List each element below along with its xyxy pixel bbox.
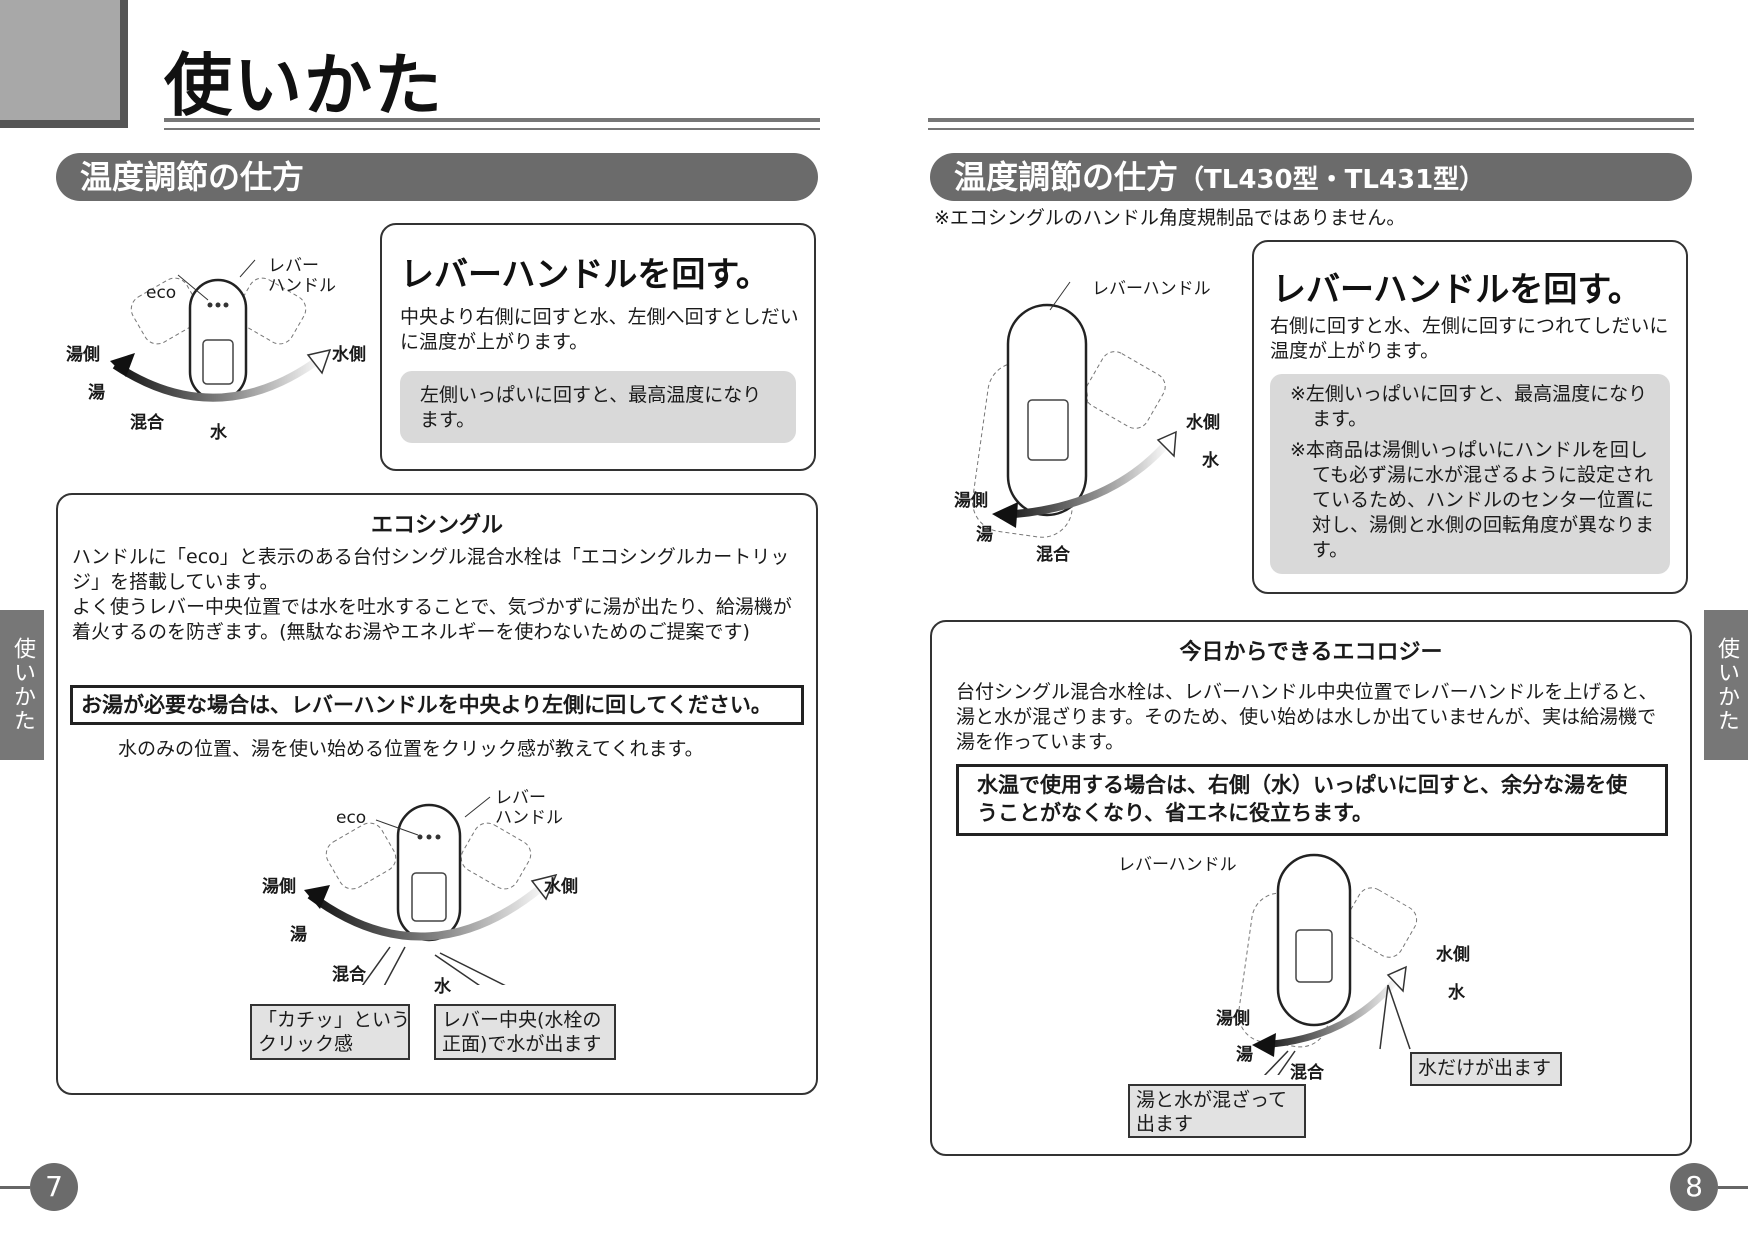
diag1-water-side-label: 水側 <box>332 345 366 365</box>
right-subnote: ※エコシングルのハンドル角度規制品ではありません。 <box>934 207 1406 229</box>
diag1-eco-label: eco <box>146 283 177 303</box>
ecology-text: 台付シングル混合水栓は、レバーハンドル中央位置でレバーハンドルを上げると、湯と水… <box>956 681 1658 753</box>
right-lever-text: 右側に回すと水、左側に回すにつれてしだいに温度が上がります。 <box>1270 315 1669 362</box>
callout-click-feel: 「カチッ」という クリック感 <box>250 1004 410 1060</box>
header-rule-left-2 <box>164 128 820 130</box>
diag1-mix-label: 混合 <box>130 413 164 433</box>
eco-diag-water-label: 水 <box>1448 983 1465 1003</box>
r-diag1-hot-side-label: 湯側 <box>954 491 988 511</box>
header-rule-right-2 <box>928 128 1694 130</box>
callout-water-only: 水だけが出ます <box>1410 1052 1562 1086</box>
diag1-hot-label: 湯 <box>88 383 105 403</box>
eco-diag-mix-label: 混合 <box>1290 1063 1324 1083</box>
header-rule-left <box>164 118 820 122</box>
ecology-box: 今日からできるエコロジー 台付シングル混合水栓は、レバーハンドル中央位置でレバー… <box>930 620 1692 1156</box>
faucet-diagram-eco <box>304 796 558 985</box>
page-number-right: 8 <box>1670 1163 1718 1211</box>
faucet-diagram-right <box>972 281 1177 538</box>
right-lever-box: レバーハンドルを回す。 右側に回すと水、左側に回すにつれてしだいに温度が上がりま… <box>1252 240 1688 594</box>
corner-block <box>0 0 128 128</box>
header-rule-right <box>928 118 1694 122</box>
diag2-water-side-label: 水側 <box>544 877 578 897</box>
page-number-left: 7 <box>30 1163 78 1211</box>
faucet-diagram-left <box>110 259 332 402</box>
page-title: 使いかた <box>164 47 445 126</box>
diag2-hot-side-label: 湯側 <box>262 877 296 897</box>
callout-center-water: レバー中央(水栓の 正面)で水が出ます <box>434 1004 616 1060</box>
eco-diag-water-side-label: 水側 <box>1436 945 1470 965</box>
diag2-mix-label: 混合 <box>332 965 366 985</box>
eco-para2: よく使うレバー中央位置では水を吐水することで、気づかずに湯が出たり、給湯機が着火… <box>72 596 792 643</box>
callout-mixed: 湯と水が混ざって 出ます <box>1128 1084 1306 1138</box>
diag1-lever-label: レバー ハンドル <box>268 256 336 296</box>
diag1-water-label: 水 <box>210 423 227 443</box>
r-diag1-water-label: 水 <box>1202 451 1219 471</box>
left-lever-heading: レバーハンドルを回す。 <box>400 255 770 295</box>
left-page-line <box>0 1186 30 1189</box>
left-lever-text: 中央より右側に回すと水、左側へ回すとしだいに温度が上がります。 <box>400 306 799 353</box>
faucet-diagram-ecology <box>1238 853 1418 1075</box>
ecology-heading: 今日からできるエコロジー <box>1179 640 1443 665</box>
diag2-hot-label: 湯 <box>290 925 307 945</box>
right-note-1: ※左側いっぱいに回すと、最高温度になります。 <box>1290 383 1648 430</box>
right-lever-notes: ※左側いっぱいに回すと、最高温度になります。 ※本商品は湯側いっぱいにハンドルを… <box>1270 374 1670 574</box>
right-page-line <box>1718 1186 1748 1189</box>
left-lever-note: 左側いっぱいに回すと、最高温度になります。 <box>400 371 796 443</box>
left-lever-box: レバーハンドルを回す。 中央より右側に回すと水、左側へ回すとしだいに温度が上がり… <box>380 223 816 471</box>
r-diag1-mix-label: 混合 <box>1036 545 1070 565</box>
left-side-tab: 使いかた <box>0 610 44 760</box>
right-section-title: 温度調節の仕方（TL430型・TL431型） <box>930 153 1692 201</box>
right-note-2: ※本商品は湯側いっぱいにハンドルを回しても必ず湯に水が混ざるように設定されている… <box>1290 439 1655 561</box>
diag1-hot-side-label: 湯側 <box>66 345 100 365</box>
eco-highlight: お湯が必要な場合は、レバーハンドルを中央より左側に回してください。 <box>70 685 804 725</box>
r-diag1-lever-label: レバーハンドル <box>1092 279 1211 299</box>
eco-single-box: エコシングル ハンドルに「eco」と表示のある台付シングル混合水栓は「エコシング… <box>56 493 818 1095</box>
right-side-tab: 使いかた <box>1704 610 1748 760</box>
r-diag1-hot-label: 湯 <box>976 525 993 545</box>
eco-click-note: 水のみの位置、湯を使い始める位置をクリック感が教えてくれます。 <box>118 738 704 760</box>
eco-para1: ハンドルに「eco」と表示のある台付シングル混合水栓は「エコシングルカートリッジ… <box>72 546 790 593</box>
right-lever-heading: レバーハンドルを回す。 <box>1272 270 1642 310</box>
eco-diag-hot-label: 湯 <box>1236 1045 1253 1065</box>
eco-diag-hot-side-label: 湯側 <box>1216 1009 1250 1029</box>
eco-diag-lever-label: レバーハンドル <box>1118 855 1237 875</box>
r-diag1-water-side-label: 水側 <box>1186 413 1220 433</box>
diag2-water-label: 水 <box>434 977 451 997</box>
diag2-eco-label: eco <box>336 808 367 828</box>
ecology-highlight: 水温で使用する場合は、右側（水）いっぱいに回すと、余分な湯を使うことがなくなり、… <box>956 764 1668 836</box>
eco-heading: エコシングル <box>370 513 503 538</box>
left-section-title: 温度調節の仕方 <box>56 153 818 201</box>
diag2-lever-label: レバー ハンドル <box>495 788 563 828</box>
